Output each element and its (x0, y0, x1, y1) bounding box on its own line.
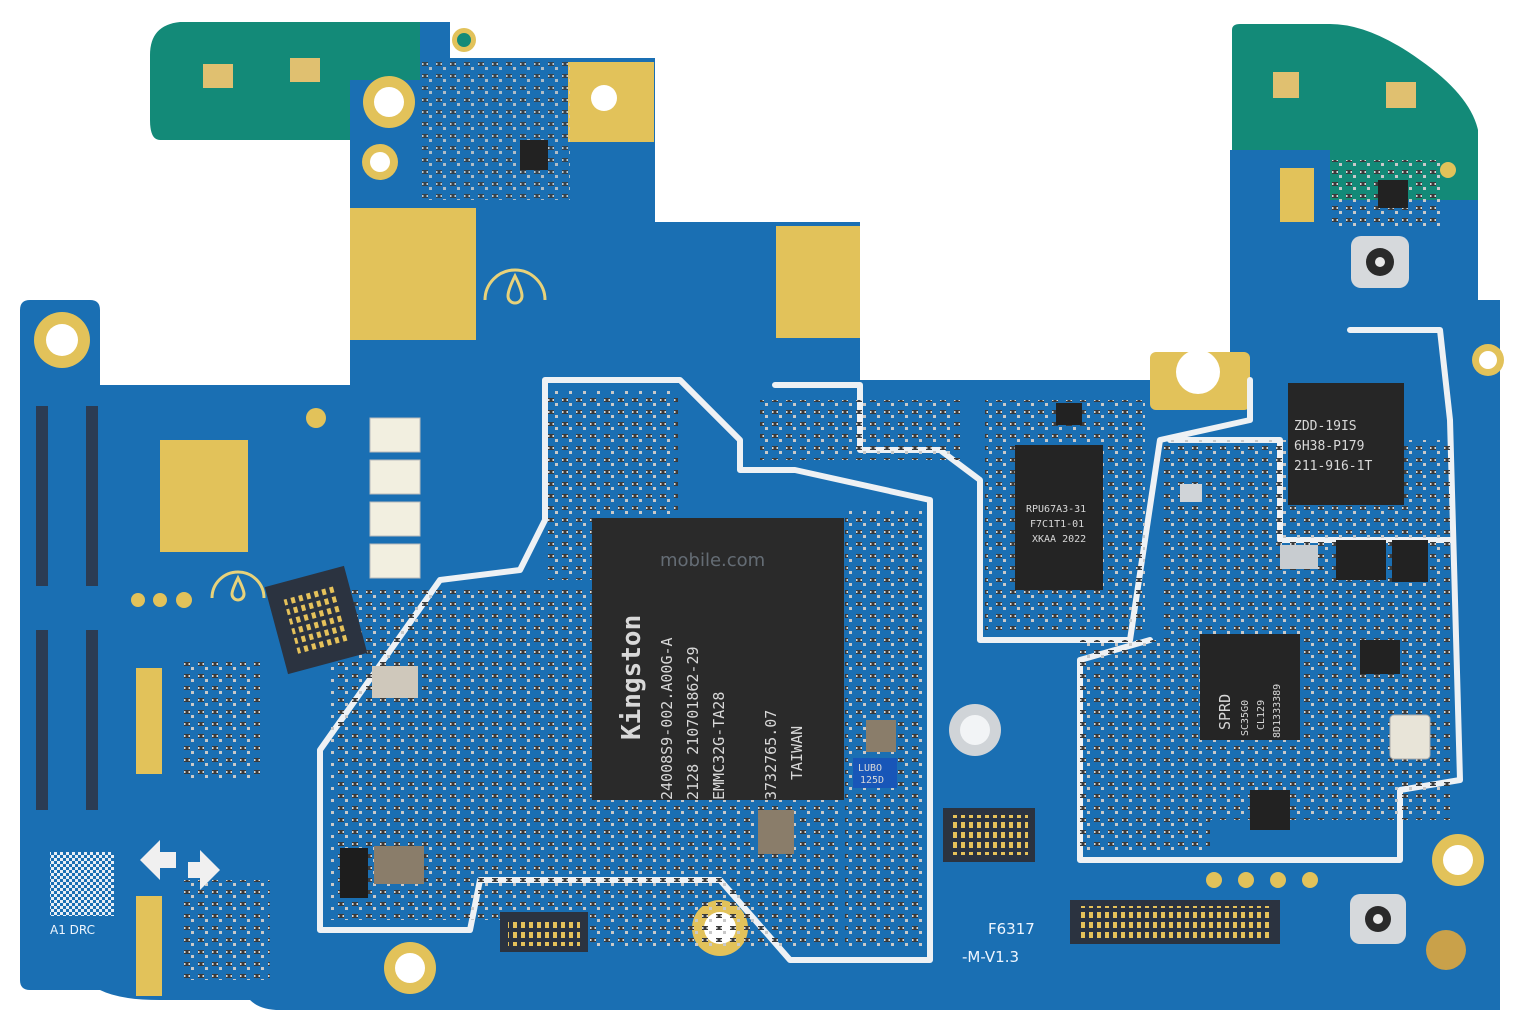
blue-label-text: LUBO 125D (858, 763, 884, 786)
qr-code (50, 852, 114, 916)
emmc-line-4: 3732765.07 (762, 710, 780, 800)
led-flash (369, 417, 421, 579)
board-id-line1: F6317 (988, 920, 1035, 938)
pmic-chip (1015, 445, 1103, 590)
emmc-chip (592, 518, 844, 800)
small-ics (340, 140, 1428, 898)
sprd-line-4: 8D1333389 (1272, 684, 1283, 738)
crystal (1389, 714, 1431, 760)
sprd-chip-text: SPRD SC35G0 CL129 8D1333389 (1216, 684, 1283, 738)
rf-line-1: ZDD-19IS (1294, 419, 1357, 434)
side-connectors (36, 406, 98, 810)
drop-icon (483, 268, 547, 305)
rf-line-2: 6H38-P179 (1294, 439, 1364, 454)
board-id-line2: -M-V1.3 (962, 948, 1019, 966)
pmic-line-1: RPU67A3-31 (1026, 504, 1086, 515)
sprd-chip (1200, 634, 1300, 740)
rf-connectors (203, 58, 1416, 944)
emmc-chip-text: Kingston 24008S9-002.A00G-A 2128 2107018… (617, 615, 806, 800)
pmic-line-2: F7C1T1-01 (1030, 519, 1084, 530)
qr-label: A1 DRC (50, 923, 95, 937)
arrow-icon (140, 840, 220, 890)
rf-chip-text: ZDD-19IS 6H38-P179 211-916-1T (1294, 419, 1372, 474)
sprd-line-2: SC35G0 (1240, 700, 1251, 736)
fpc-connectors (264, 565, 1280, 952)
test-pads (131, 592, 1318, 888)
drop-icon-small (210, 570, 266, 602)
watermark-text: mobile.com (660, 550, 765, 571)
blue-label-chip (853, 758, 897, 788)
rf-chip-top (1288, 383, 1404, 505)
mounting-holes (34, 28, 1504, 994)
pmic-chip-text: RPU67A3-31 F7C1T1-01 XKAA 2022 (1026, 504, 1086, 545)
watermark: mobile.com (660, 550, 765, 571)
emmc-line-1: 24008S9-002.A00G-A (658, 637, 676, 800)
blue-label-line-2: 125D (860, 775, 884, 786)
emmc-brand: Kingston (617, 615, 647, 740)
sprd-line-1: SPRD (1216, 694, 1234, 730)
pmic-line-3: XKAA 2022 (1032, 534, 1086, 545)
silkscreen-text: F6317 -M-V1.3 A1 DRC (50, 920, 1035, 966)
emmc-line-3: EMMC32G-TA28 (710, 692, 728, 800)
rf-line-3: 211-916-1T (1294, 459, 1372, 474)
sprd-line-3: CL129 (1256, 700, 1267, 730)
emmc-line-5: TAIWAN (788, 726, 806, 780)
blue-label-line-1: LUBO (858, 763, 882, 774)
emmc-line-2: 2128 210701862-29 (684, 646, 702, 800)
